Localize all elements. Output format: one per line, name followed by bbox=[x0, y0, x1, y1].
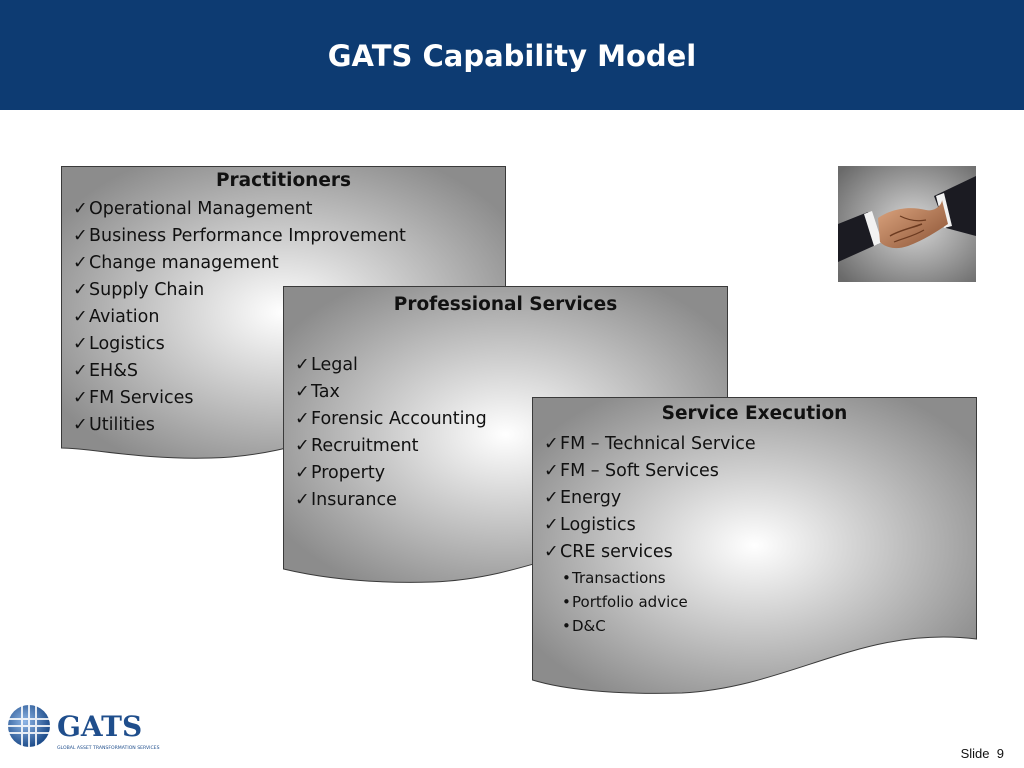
check-icon: ✓ bbox=[73, 199, 88, 219]
list-item: •Portfolio advice bbox=[562, 590, 977, 614]
check-icon: ✓ bbox=[544, 515, 559, 535]
logo-tagline: GLOBAL ASSET TRANSFORMATION SERVICES bbox=[57, 745, 160, 751]
check-icon: ✓ bbox=[73, 415, 88, 435]
logo-name: GATS bbox=[57, 710, 142, 743]
slide-number: Slide 9 bbox=[961, 746, 1004, 761]
list-item: ✓Forensic Accounting bbox=[295, 406, 728, 433]
check-icon: ✓ bbox=[73, 307, 88, 327]
check-icon: ✓ bbox=[544, 542, 559, 562]
list-item: ✓Change management bbox=[73, 250, 506, 277]
list-item: ✓FM Services bbox=[73, 385, 506, 412]
check-icon: ✓ bbox=[295, 382, 310, 402]
check-icon: ✓ bbox=[544, 461, 559, 481]
service-execution-title: Service Execution bbox=[661, 403, 848, 424]
check-icon: ✓ bbox=[73, 334, 88, 354]
check-icon: ✓ bbox=[73, 388, 88, 408]
list-item: ✓Property bbox=[295, 460, 728, 487]
list-item: ✓Legal bbox=[295, 352, 728, 379]
service-execution-box-shape bbox=[532, 397, 977, 694]
list-item: ✓Insurance bbox=[295, 487, 728, 514]
list-item: ✓FM – Technical Service bbox=[544, 431, 977, 458]
check-icon: ✓ bbox=[544, 434, 559, 454]
service-execution-list: ✓FM – Technical Service ✓FM – Soft Servi… bbox=[532, 431, 977, 566]
check-icon: ✓ bbox=[295, 436, 310, 456]
bullet-icon: • bbox=[562, 617, 571, 635]
bullet-icon: • bbox=[562, 569, 571, 587]
globe-icon: GATS GLOBAL ASSET TRANSFORMATION SERVICE… bbox=[8, 705, 160, 751]
list-item: ✓FM – Soft Services bbox=[544, 458, 977, 485]
bullet-icon: • bbox=[562, 593, 571, 611]
check-icon: ✓ bbox=[295, 355, 310, 375]
professional-services-title: Professional Services bbox=[393, 294, 618, 315]
list-item: •D&C bbox=[562, 614, 977, 638]
check-icon: ✓ bbox=[295, 409, 310, 429]
list-item: ✓Operational Management bbox=[73, 196, 506, 223]
handshake-photo bbox=[838, 166, 976, 282]
handshake-icon bbox=[838, 166, 976, 282]
service-execution-box: Service Execution ✓FM – Technical Servic… bbox=[532, 397, 977, 697]
practitioners-title: Practitioners bbox=[215, 170, 352, 191]
list-item: ✓Aviation bbox=[73, 304, 506, 331]
check-icon: ✓ bbox=[295, 490, 310, 510]
check-icon: ✓ bbox=[73, 226, 88, 246]
list-item: ✓Energy bbox=[544, 485, 977, 512]
list-item: ✓EH&S bbox=[73, 358, 506, 385]
gats-logo: GATS GLOBAL ASSET TRANSFORMATION SERVICE… bbox=[5, 702, 165, 758]
slide-label: Slide bbox=[960, 746, 990, 761]
check-icon: ✓ bbox=[73, 361, 88, 381]
check-icon: ✓ bbox=[544, 488, 559, 508]
slide-number-value: 9 bbox=[996, 746, 1004, 761]
list-item: ✓Supply Chain bbox=[73, 277, 506, 304]
cre-services-sublist: •Transactions •Portfolio advice •D&C bbox=[532, 566, 977, 638]
list-item: ✓Tax bbox=[295, 379, 728, 406]
slide-header: GATS Capability Model bbox=[0, 0, 1024, 110]
professional-services-list: ✓Legal ✓Tax ✓Forensic Accounting ✓Recrui… bbox=[283, 352, 728, 514]
slide-title: GATS Capability Model bbox=[327, 39, 697, 73]
list-item: ✓Logistics bbox=[544, 512, 977, 539]
list-item: ✓Business Performance Improvement bbox=[73, 223, 506, 250]
check-icon: ✓ bbox=[73, 253, 88, 273]
list-item: ✓Utilities bbox=[73, 412, 506, 439]
list-item: ✓CRE services bbox=[544, 539, 977, 566]
practitioners-list: ✓Operational Management ✓Business Perfor… bbox=[61, 196, 506, 439]
check-icon: ✓ bbox=[73, 280, 88, 300]
list-item: ✓Recruitment bbox=[295, 433, 728, 460]
check-icon: ✓ bbox=[295, 463, 310, 483]
list-item: ✓Logistics bbox=[73, 331, 506, 358]
list-item: •Transactions bbox=[562, 566, 977, 590]
